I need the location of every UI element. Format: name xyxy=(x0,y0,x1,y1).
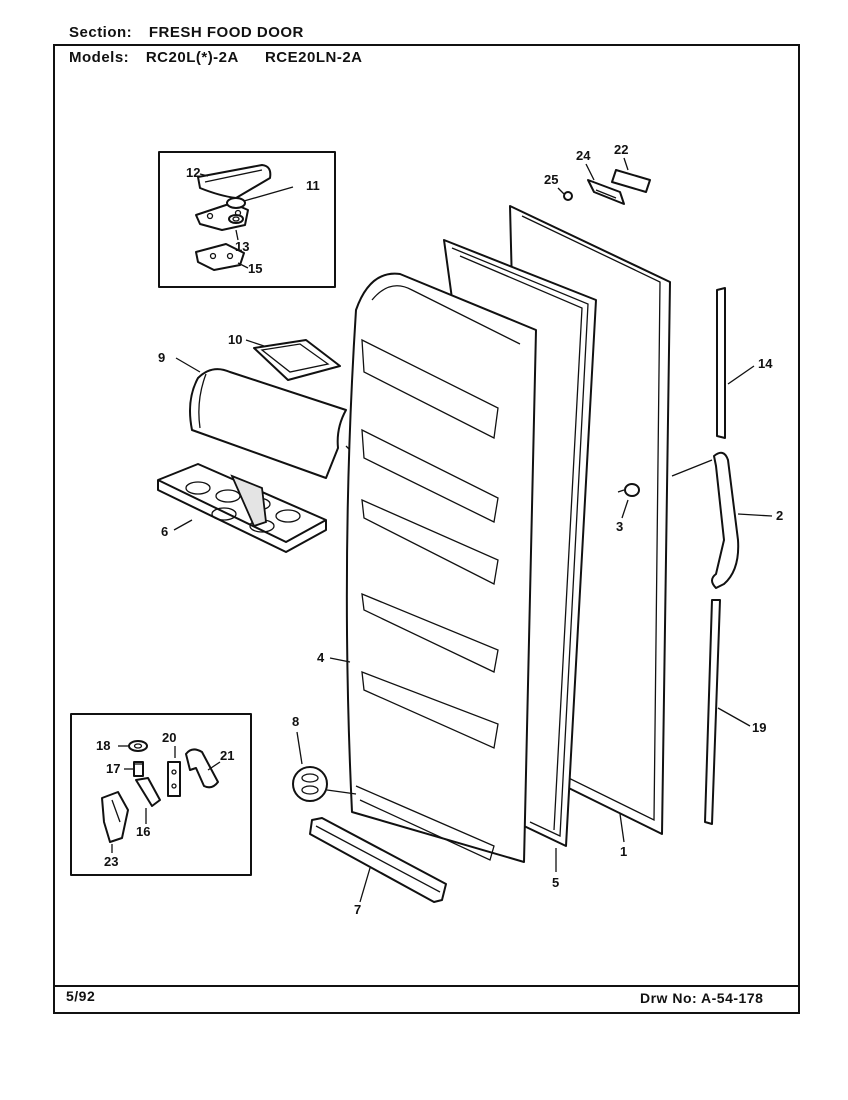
hinge-bracket-part xyxy=(101,791,129,843)
section-value: FRESH FOOD DOOR xyxy=(148,24,304,41)
diagram-frame xyxy=(53,44,800,1014)
handle-trim-upper-part xyxy=(716,287,726,439)
part-number-4: 4 xyxy=(317,650,325,665)
part-number-19: 19 xyxy=(752,720,766,735)
inner-door-liner-part xyxy=(345,272,537,863)
section-heading: Section: FRESH FOOD DOOR xyxy=(69,24,304,41)
part-number-8: 8 xyxy=(292,714,299,729)
part-number-20: 20 xyxy=(162,730,176,745)
handle-plug-part xyxy=(617,483,640,497)
part-number-18: 18 xyxy=(96,738,110,753)
drawing-number: Drw No: A-54-178 xyxy=(640,990,764,1006)
egg-tray-part xyxy=(157,463,327,553)
part-number-7: 7 xyxy=(354,902,361,917)
part-number-6: 6 xyxy=(161,524,168,539)
hinge-cam-part xyxy=(292,766,357,802)
screw-part xyxy=(563,191,573,201)
models-label: Models: xyxy=(69,49,130,66)
nameplate-part xyxy=(611,169,651,193)
door-stop-part xyxy=(587,179,625,205)
bottom-trim-strip-part xyxy=(309,817,447,903)
part-number-14: 14 xyxy=(758,356,773,371)
revision-date: 5/92 xyxy=(66,988,96,1004)
door-handle-part xyxy=(671,451,740,589)
part-number-11: 11 xyxy=(306,178,320,193)
part-number-10: 10 xyxy=(228,332,242,347)
part-number-24: 24 xyxy=(576,148,591,163)
footer-divider xyxy=(53,985,800,987)
hinge-pin-lower-part xyxy=(133,761,144,777)
hinge-pin-part xyxy=(226,186,294,209)
section-label: Section: xyxy=(69,24,133,41)
rack-bracket-part xyxy=(253,339,341,381)
hinge-parts-inset-box xyxy=(158,151,336,288)
hinge-bushing-part xyxy=(228,214,244,224)
part-number-25: 25 xyxy=(544,172,558,187)
part-number-21: 21 xyxy=(220,748,234,763)
models-heading: Models: RC20L(*)-2A RCE20LN-2A xyxy=(69,49,363,66)
part-number-2: 2 xyxy=(776,508,783,523)
part-number-13: 13 xyxy=(235,239,249,254)
part-number-16: 16 xyxy=(136,824,150,839)
part-number-1: 1 xyxy=(620,844,627,859)
part-number-23: 23 xyxy=(104,854,118,869)
washer-part xyxy=(128,740,148,752)
hinge-shim-part xyxy=(195,243,245,271)
part-number-15: 15 xyxy=(248,261,262,276)
model-number-1: RC20L(*)-2A xyxy=(145,49,239,66)
hinge-arm-part xyxy=(185,748,219,789)
part-number-5: 5 xyxy=(552,875,559,890)
part-number-12: 12 xyxy=(186,165,200,180)
hinge-spacer-part xyxy=(135,777,161,807)
top-hinge-cover-part xyxy=(197,164,272,199)
lower-hinge-inset-box xyxy=(70,713,252,876)
part-number-17: 17 xyxy=(106,761,120,776)
hinge-plate-small-part xyxy=(167,761,181,797)
handle-trim-lower-part xyxy=(704,599,721,825)
model-number-2: RCE20LN-2A xyxy=(264,49,363,66)
part-number-22: 22 xyxy=(614,142,628,157)
dairy-door-cover-part xyxy=(189,368,353,479)
part-number-3: 3 xyxy=(616,519,623,534)
part-number-9: 9 xyxy=(158,350,165,365)
